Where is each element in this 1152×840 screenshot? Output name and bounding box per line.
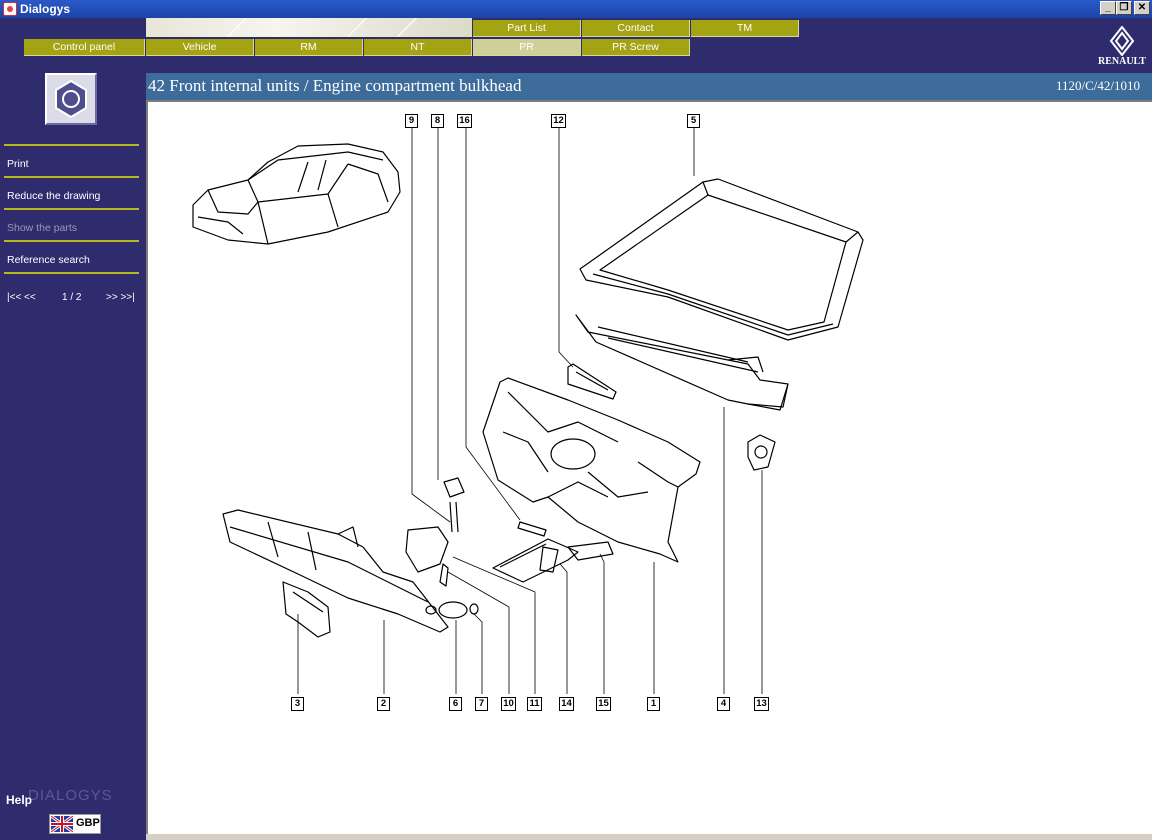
callout-bottom[interactable]: 6 xyxy=(449,697,462,711)
parts-diagram-svg xyxy=(192,127,864,694)
callout-bottom[interactable]: 2 xyxy=(377,697,390,711)
callout-bottom[interactable]: 14 xyxy=(559,697,574,711)
small-brackets-parts xyxy=(492,521,614,583)
pager-next-last[interactable]: >> >>| xyxy=(106,292,135,303)
reduce-drawing-link[interactable]: Reduce the drawing xyxy=(7,190,101,202)
callout-bottom[interactable]: 11 xyxy=(527,697,542,711)
tab-tm[interactable]: TM xyxy=(691,20,799,37)
callout-bottom[interactable]: 1 xyxy=(647,697,660,711)
drawing-reference: 1120/C/42/1010 xyxy=(1055,78,1140,93)
app-icon xyxy=(3,2,17,16)
brand-name: RENAULT xyxy=(1098,56,1146,67)
page-header: 42 Front internal units / Engine compart… xyxy=(146,73,1152,100)
menu-divider xyxy=(4,176,139,178)
tab-part-list[interactable]: Part List xyxy=(473,20,581,37)
title-bar: Dialogys _ ❐ ✕ xyxy=(0,0,1152,18)
menu-divider xyxy=(4,240,139,242)
tab-control-panel[interactable]: Control panel xyxy=(24,39,145,56)
tab-pr-screw[interactable]: PR Screw xyxy=(582,39,690,56)
window-title: Dialogys xyxy=(20,2,71,16)
callout-top[interactable]: 8 xyxy=(431,114,444,128)
minimize-button[interactable]: _ xyxy=(1100,1,1116,15)
callout-bottom[interactable]: 3 xyxy=(291,697,304,711)
fastener-parts xyxy=(405,477,479,619)
help-link[interactable]: Help xyxy=(6,793,33,807)
callout-top[interactable]: 9 xyxy=(405,114,418,128)
bracket-13-part xyxy=(747,434,776,471)
callout-bottom[interactable]: 10 xyxy=(501,697,516,711)
reference-search-link[interactable]: Reference search xyxy=(7,254,90,266)
page-title: 42 Front internal units / Engine compart… xyxy=(148,76,522,95)
tab-pr[interactable]: PR xyxy=(473,39,581,56)
crossmember-part xyxy=(222,509,449,633)
tab-vehicle[interactable]: Vehicle xyxy=(146,39,254,56)
menu-divider xyxy=(4,208,139,210)
tab-rm[interactable]: RM xyxy=(255,39,363,56)
hex-nut-icon xyxy=(55,79,87,119)
restore-button[interactable]: ❐ xyxy=(1116,1,1132,15)
car-body-overview xyxy=(192,143,401,245)
sidebar: Print Reduce the drawing Show the parts … xyxy=(0,73,146,840)
bracket-12-part xyxy=(567,363,617,400)
callout-top[interactable]: 16 xyxy=(457,114,472,128)
print-link[interactable]: Print xyxy=(7,158,29,170)
renault-diamond-icon xyxy=(1109,26,1135,56)
show-parts-link[interactable]: Show the parts xyxy=(7,222,78,234)
windscreen-frame-part xyxy=(579,178,864,341)
dialogys-logo: DIALOGYS xyxy=(28,787,113,804)
scuttle-panel-part xyxy=(575,314,789,411)
callout-bottom[interactable]: 15 xyxy=(596,697,611,711)
tab-contact[interactable]: Contact xyxy=(582,20,690,37)
bracket-3-part xyxy=(282,581,331,638)
currency-code: GBP xyxy=(76,817,100,829)
header-banner xyxy=(146,18,472,37)
callout-bottom[interactable]: 13 xyxy=(754,697,769,711)
status-strip xyxy=(146,834,1152,840)
callout-top[interactable]: 5 xyxy=(687,114,700,128)
header: Part List Contact TM Control panel Vehic… xyxy=(0,18,1152,73)
renault-logo: RENAULT xyxy=(1096,26,1148,72)
exploded-parts-drawing: 9 8 16 12 5 3 2 6 7 10 11 14 15 1 4 13 xyxy=(146,100,1152,834)
leader-lines xyxy=(297,127,763,694)
pager-first-prev[interactable]: |<< << xyxy=(7,292,36,303)
tab-nt[interactable]: NT xyxy=(364,39,472,56)
menu-divider xyxy=(4,272,139,274)
bulkhead-part xyxy=(482,377,701,563)
callout-bottom[interactable]: 7 xyxy=(475,697,488,711)
close-button[interactable]: ✕ xyxy=(1134,1,1150,15)
pager-page-indicator: 1 / 2 xyxy=(62,292,82,303)
part-category-button[interactable] xyxy=(45,73,97,125)
uk-flag-icon xyxy=(51,816,73,832)
callout-top[interactable]: 12 xyxy=(551,114,566,128)
menu-divider xyxy=(4,144,139,146)
language-currency-selector[interactable]: GBP xyxy=(49,814,101,834)
callout-bottom[interactable]: 4 xyxy=(717,697,730,711)
